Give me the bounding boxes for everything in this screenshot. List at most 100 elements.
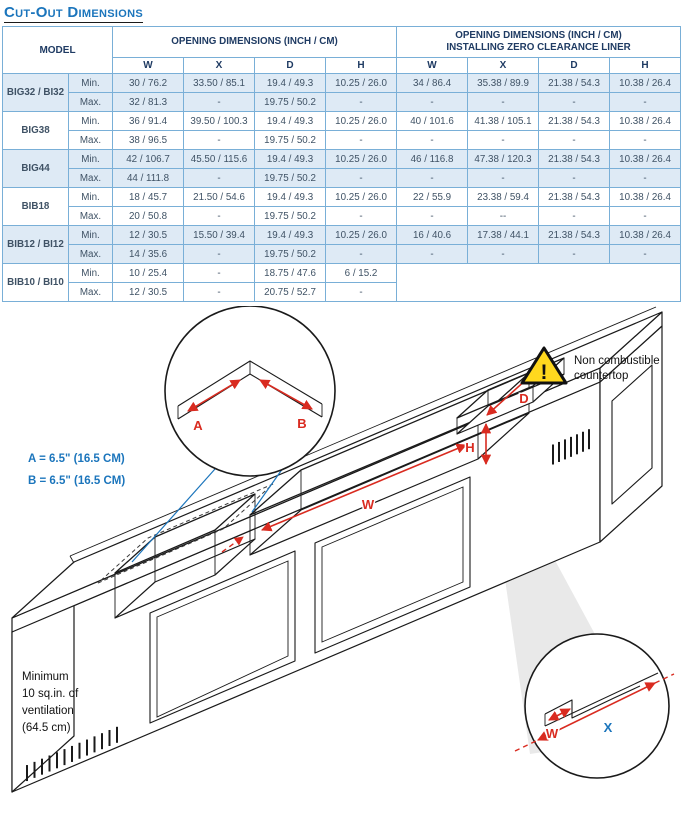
dim-value: 10 / 25.4 bbox=[112, 263, 185, 283]
dim-value: - bbox=[325, 130, 398, 150]
row-label-max: Max. bbox=[67, 130, 114, 150]
dim-label-w: W bbox=[362, 497, 375, 512]
callout-circle bbox=[164, 305, 336, 477]
col-group-zero-clearance: OPENING DIMENSIONS (INCH / CM) INSTALLIN… bbox=[396, 26, 682, 58]
dim-value: 40 / 101.6 bbox=[396, 111, 469, 131]
dim-value: 19.75 / 50.2 bbox=[254, 168, 327, 188]
col-header-h-zero-clearance: H bbox=[609, 57, 682, 74]
vent-slat bbox=[71, 745, 73, 762]
warning-sign: ! Non combustible countertop bbox=[520, 346, 660, 385]
row-label-max: Max. bbox=[67, 92, 114, 112]
table-row: Max.38 / 96.5-19.75 / 50.2----- bbox=[3, 130, 682, 150]
dim-label-d: D bbox=[519, 391, 528, 406]
end-door-panel bbox=[611, 364, 653, 505]
callout-leader-right bbox=[251, 467, 284, 513]
dim-value: 46 / 116.8 bbox=[396, 149, 469, 169]
col-group-opening-dimensions: OPENING DIMENSIONS (INCH / CM) bbox=[112, 26, 398, 58]
back-ledge-end bbox=[69, 555, 75, 564]
row-label-max: Max. bbox=[67, 244, 114, 264]
dim-value: 10.38 / 26.4 bbox=[609, 73, 682, 93]
dim-value: - bbox=[396, 130, 469, 150]
vent-slat bbox=[564, 439, 566, 460]
row-label-min: Min. bbox=[67, 149, 114, 169]
dim-value: - bbox=[609, 92, 682, 112]
dimension-arrow-b bbox=[259, 379, 313, 410]
vent-slat bbox=[108, 729, 111, 746]
ventilation-slats-right bbox=[552, 429, 590, 465]
dim-value: - bbox=[538, 168, 611, 188]
callout-leader-left bbox=[131, 468, 216, 563]
row-label-min: Min. bbox=[67, 111, 114, 131]
dim-value: - bbox=[183, 282, 256, 302]
vent-slat bbox=[63, 749, 66, 766]
dim-value: 20.75 / 52.7 bbox=[254, 282, 327, 302]
dim-value: 16 / 40.6 bbox=[396, 225, 469, 245]
dim-value: 19.75 / 50.2 bbox=[254, 206, 327, 226]
dim-value: 6 / 15.2 bbox=[325, 263, 398, 283]
dim-value: - bbox=[183, 92, 256, 112]
dimension-arrow-w bbox=[261, 443, 467, 532]
dim-value: - bbox=[467, 244, 540, 264]
dim-value: - bbox=[325, 282, 398, 302]
dim-value: - bbox=[467, 130, 540, 150]
door-panel-left bbox=[149, 550, 296, 724]
warning-triangle-icon bbox=[520, 346, 568, 385]
group-label-line1: OPENING DIMENSIONS (INCH / CM) bbox=[455, 30, 622, 41]
dim-value: - bbox=[325, 206, 398, 226]
dim-note-a: A = 6.5" (16.5 CM) bbox=[28, 453, 125, 465]
dim-value: 21.38 / 54.3 bbox=[538, 187, 611, 207]
dim-value: - bbox=[183, 168, 256, 188]
model-name: BIG38 bbox=[2, 111, 69, 150]
dim-value: 19.4 / 49.3 bbox=[254, 73, 327, 93]
dim-value: 36 / 91.4 bbox=[112, 111, 185, 131]
title-block: Cut-Out Dimensions bbox=[0, 0, 682, 25]
dim-value: 19.4 / 49.3 bbox=[254, 187, 327, 207]
dim-value: 41.38 / 105.1 bbox=[467, 111, 540, 131]
detail-label-w: W bbox=[546, 726, 559, 741]
dim-value: 10.25 / 26.0 bbox=[325, 73, 398, 93]
dim-value: 10.25 / 26.0 bbox=[325, 149, 398, 169]
vent-note-line1: Minimum bbox=[22, 671, 69, 683]
dim-value: 14 / 35.6 bbox=[112, 244, 185, 264]
dim-value: 18 / 45.7 bbox=[112, 187, 185, 207]
dim-value: 10.25 / 26.0 bbox=[325, 187, 398, 207]
dim-value: 19.4 / 49.3 bbox=[254, 149, 327, 169]
dim-value: 12 / 30.5 bbox=[112, 225, 185, 245]
dim-label-h: H bbox=[465, 440, 474, 455]
cutout-dimensions-table: MODEL OPENING DIMENSIONS (INCH / CM) OPE… bbox=[1, 26, 682, 302]
detail-arrow-x-ext-right bbox=[654, 673, 675, 684]
dim-value: 19.75 / 50.2 bbox=[254, 92, 327, 112]
col-header-x-opening: X bbox=[183, 57, 256, 74]
warning-text-line1: Non combustible bbox=[574, 355, 660, 367]
dim-value: - bbox=[467, 168, 540, 188]
dim-value: 22 / 55.9 bbox=[396, 187, 469, 207]
dim-value: 19.75 / 50.2 bbox=[254, 130, 327, 150]
dim-value: 44 / 111.8 bbox=[112, 168, 185, 188]
dim-note-b: B = 6.5" (16.5 CM) bbox=[28, 475, 125, 487]
dim-value: 33.50 / 85.1 bbox=[183, 73, 256, 93]
vent-note-line4: (64.5 cm) bbox=[22, 722, 71, 734]
model-name: BIB18 bbox=[2, 187, 69, 226]
row-label-max: Max. bbox=[67, 168, 114, 188]
dim-label-b: B bbox=[297, 416, 306, 431]
dim-value: - bbox=[609, 130, 682, 150]
vent-slat bbox=[86, 739, 88, 756]
dim-value: 10.38 / 26.4 bbox=[609, 187, 682, 207]
vent-slat bbox=[26, 765, 28, 782]
detail-arrow-x bbox=[537, 682, 656, 741]
dim-value: 32 / 81.3 bbox=[112, 92, 185, 112]
vent-slat bbox=[116, 726, 118, 743]
group-label-line2: INSTALLING ZERO CLEARANCE LINER bbox=[446, 42, 631, 53]
back-ledge-line bbox=[69, 306, 657, 557]
dim-value: 42 / 106.7 bbox=[112, 149, 185, 169]
cutout-left-opening bbox=[114, 493, 256, 574]
table-row: Max.20 / 50.8-19.75 / 50.2------ bbox=[3, 206, 682, 226]
dim-value: 10.38 / 26.4 bbox=[609, 149, 682, 169]
liner-detail-callout: W X bbox=[514, 633, 675, 779]
col-header-d-zero-clearance: D bbox=[538, 57, 611, 74]
vent-slat bbox=[558, 441, 560, 462]
